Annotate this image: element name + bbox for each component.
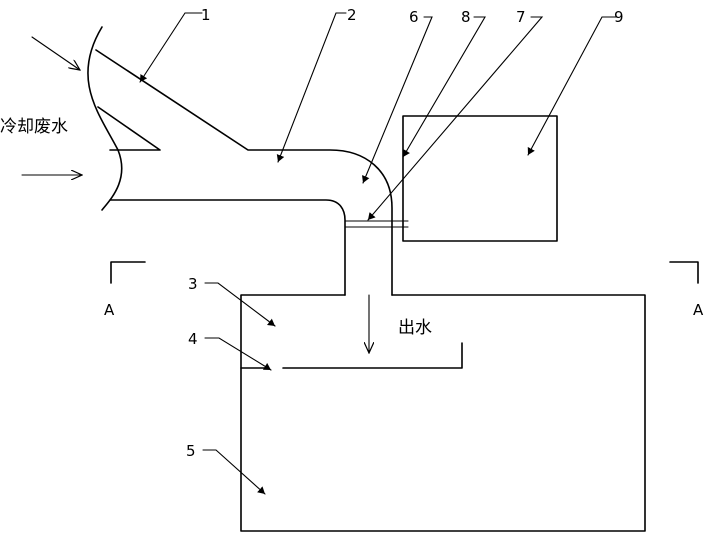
label-5: 5	[186, 442, 196, 460]
inflow-arrow-top	[31, 36, 80, 70]
leader-4	[204, 337, 272, 371]
leader-2	[276, 12, 347, 163]
leader-6	[361, 16, 433, 184]
outlet-label: 出水	[398, 318, 432, 338]
leader-3	[204, 282, 276, 327]
inlet-baffle	[97, 106, 161, 151]
leader-9	[527, 16, 618, 156]
label-4: 4	[188, 330, 198, 348]
section-label-left: A	[104, 301, 115, 319]
inlet-label: 冷却废水	[0, 117, 68, 137]
label-8: 8	[461, 8, 471, 26]
section-label-right: A	[693, 301, 704, 319]
main-tank	[240, 294, 646, 532]
inlet-break-line	[87, 26, 123, 211]
label-3: 3	[188, 275, 198, 293]
leader-7	[367, 16, 544, 221]
leader-8	[402, 16, 486, 158]
label-7: 7	[516, 8, 526, 26]
label-6: 6	[409, 8, 419, 26]
leader-1	[139, 12, 203, 83]
label-2: 2	[347, 6, 357, 24]
device-box-9	[402, 115, 558, 242]
inlet-upper-wall	[95, 49, 393, 296]
inner-plate	[282, 342, 463, 369]
leader-5	[202, 449, 266, 495]
section-mark-right	[669, 261, 699, 284]
label-9: 9	[614, 8, 624, 26]
inlet-lower-wall	[109, 199, 346, 296]
label-1: 1	[201, 6, 211, 24]
section-mark-left	[110, 261, 146, 284]
